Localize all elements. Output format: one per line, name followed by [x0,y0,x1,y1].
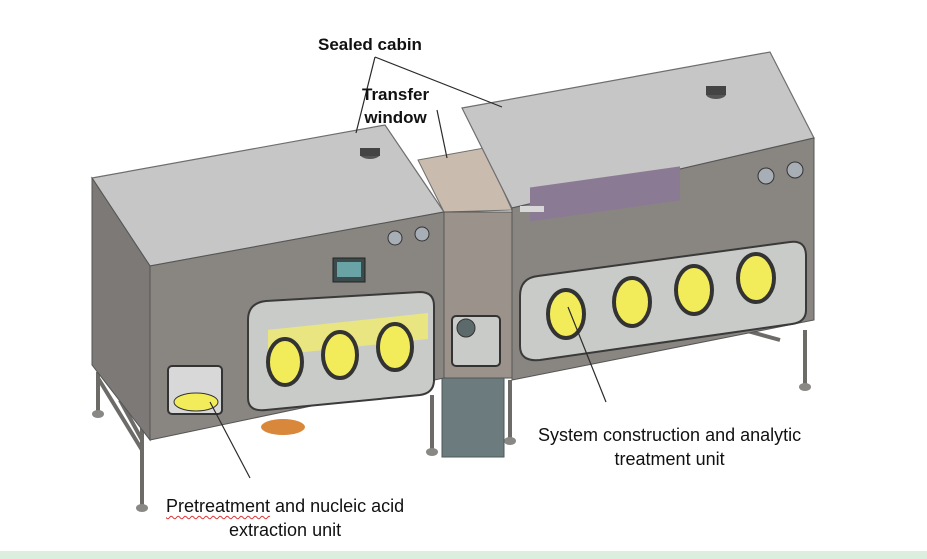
bottom-strip [0,551,927,559]
transfer-pedestal [441,374,505,458]
system-unit-label: System construction and analytic treatme… [538,423,801,472]
transfer-window [417,147,513,379]
left-cabinet [90,124,446,442]
leader-lines [209,56,607,479]
system-label-line2: treatment unit [614,449,725,470]
system-label-line1: System construction and analytic [538,425,802,445]
left-glove-ports [266,322,414,387]
pretreatment-word: Pretreatment [166,496,271,516]
base-turntable [261,419,305,435]
right-cabinet [461,51,815,381]
pretreatment-label-line2: extraction unit [229,520,342,541]
transfer-window-label: Transfer window [362,84,429,130]
pretreatment-unit-label: Pretreatment and nucleic acid extraction… [166,494,404,543]
leveling-feet [92,383,811,512]
transfer-label-line2: window [364,107,427,127]
transfer-label-line1: Transfer [362,85,430,104]
sealed-cabin-label: Sealed cabin [318,35,422,54]
pretreatment-label-line1: Pretreatment and nucleic acid [166,494,404,518]
pretreatment-rest: and nucleic acid [270,496,405,516]
right-glove-ports [546,252,776,340]
